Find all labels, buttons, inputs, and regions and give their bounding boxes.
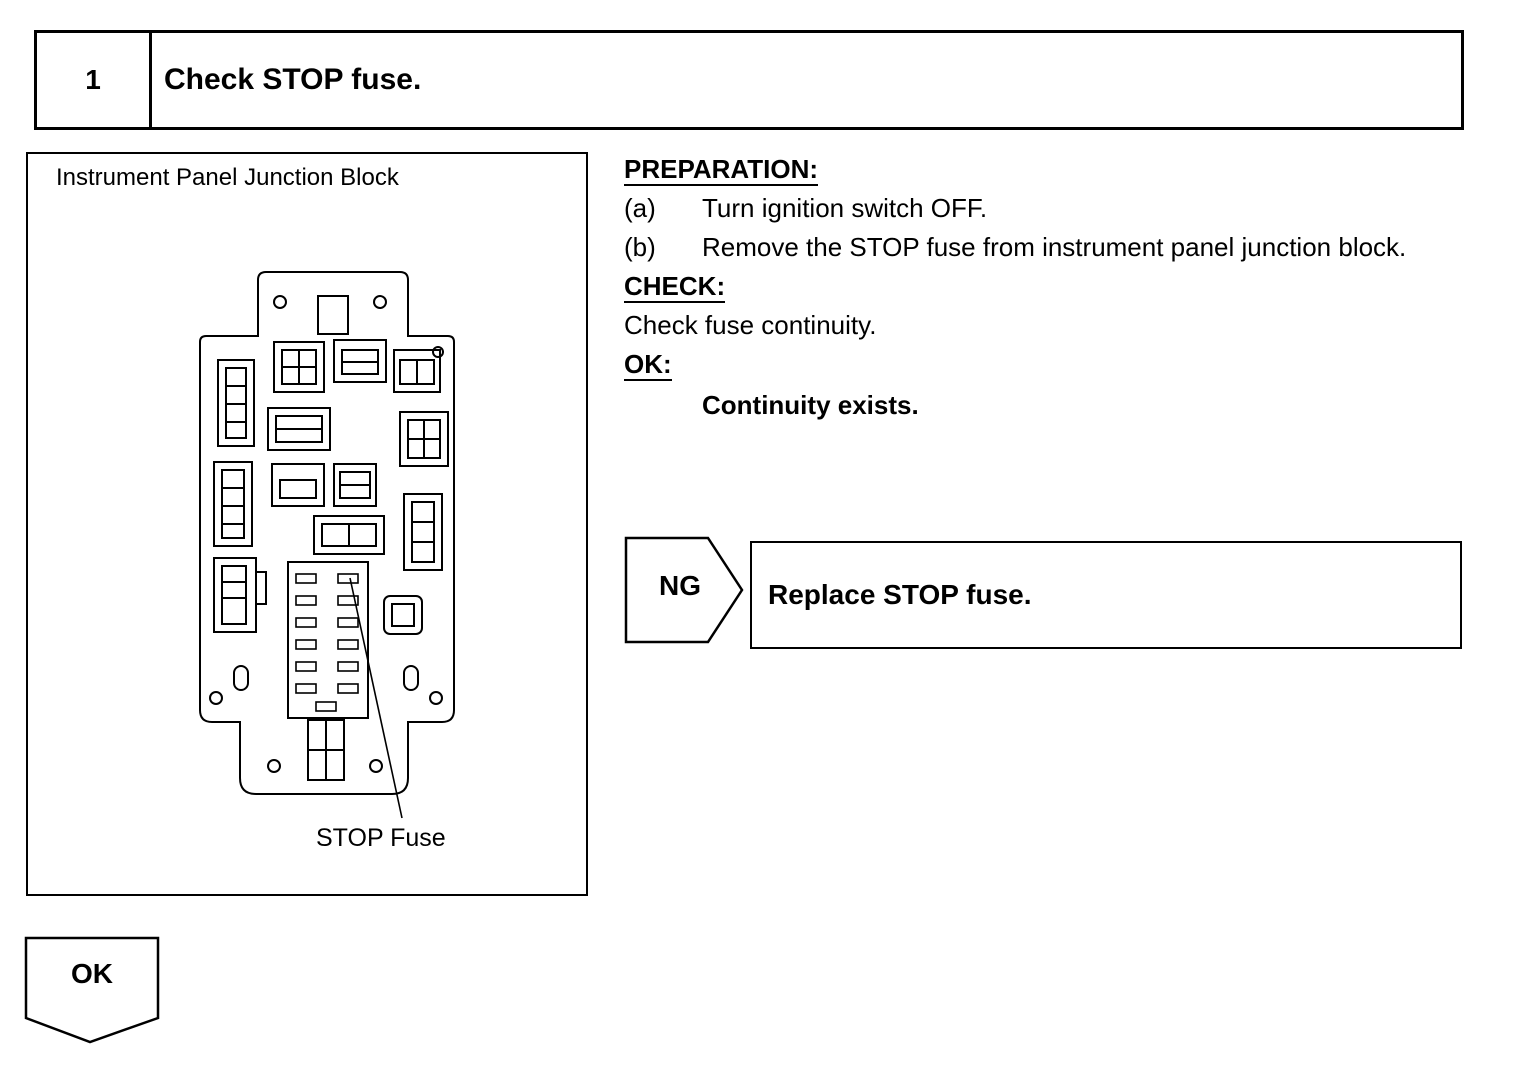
figure-caption: Instrument Panel Junction Block xyxy=(56,164,399,191)
preparation-heading: PREPARATION: xyxy=(624,154,819,186)
instructions: PREPARATION: (a) Turn ignition switch OF… xyxy=(624,150,1464,425)
ng-arrow-shape xyxy=(624,536,744,644)
check-text: Check fuse continuity. xyxy=(624,310,877,340)
item-text: Turn ignition switch OFF. xyxy=(702,193,988,223)
junction-block-figure: Instrument Panel Junction Block STOP Fus… xyxy=(26,152,588,896)
ok-arrow-shape xyxy=(24,936,160,1044)
junction-block-diagram xyxy=(199,271,455,819)
ng-label: NG xyxy=(659,570,701,601)
preparation-item: (b) Remove the STOP fuse from instrument… xyxy=(624,228,1464,267)
check-heading: CHECK: xyxy=(624,271,726,303)
ng-action-text: Replace STOP fuse. xyxy=(768,579,1032,610)
preparation-item: (a) Turn ignition switch OFF. xyxy=(624,189,1464,228)
step-header: 1 Check STOP fuse. xyxy=(34,30,1464,130)
stop-fuse-label: STOP Fuse xyxy=(316,824,446,852)
ok-heading: OK: xyxy=(624,349,672,381)
step-number: 1 xyxy=(37,33,152,127)
ok-value: Continuity exists. xyxy=(702,390,919,420)
step-title: Check STOP fuse. xyxy=(164,63,422,96)
item-text: Remove the STOP fuse from instrument pan… xyxy=(702,232,1407,262)
ok-label: OK xyxy=(71,958,113,989)
ng-action-box: Replace STOP fuse. xyxy=(750,541,1462,649)
item-label: (b) xyxy=(624,232,656,262)
item-label: (a) xyxy=(624,193,656,223)
